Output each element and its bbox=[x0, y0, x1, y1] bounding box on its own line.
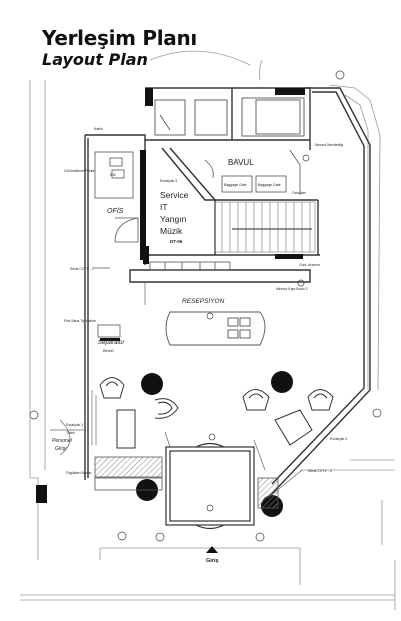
ofis-printer-label: Görüntüleme Printer bbox=[64, 169, 96, 173]
interior-lines bbox=[50, 282, 303, 499]
yangin-label: Yangın bbox=[160, 214, 187, 224]
top-rooms bbox=[154, 97, 305, 137]
bavul-room bbox=[204, 149, 301, 195]
column-markers bbox=[29, 70, 382, 542]
planters bbox=[94, 456, 279, 509]
building-walls bbox=[84, 87, 371, 499]
b-label: B.B bbox=[110, 173, 116, 177]
page-subtitle: Layout Plan bbox=[42, 50, 148, 69]
oxlocker-label: Oxlocker bbox=[292, 191, 307, 195]
personel-giris-label: Girişi bbox=[55, 446, 67, 452]
evrak3-label: Evrakyılk 3 bbox=[160, 179, 177, 183]
resepsiyon-label: RESEPSİYON bbox=[182, 297, 225, 305]
page-title: Yerleşim Planı bbox=[42, 26, 197, 50]
lounge-chairs bbox=[99, 377, 334, 449]
staircase bbox=[214, 201, 316, 253]
evrak1-label: Evrakyılk 1 bbox=[66, 423, 83, 427]
dt-label: DT-06 bbox=[170, 239, 183, 244]
solid-walls bbox=[36, 88, 305, 503]
muzik-label: Müzik bbox=[160, 226, 183, 236]
bavul-label: BAVUL bbox=[228, 158, 254, 167]
orgulden-label: Örgülden Barası bbox=[66, 471, 92, 475]
it-label: IT bbox=[160, 202, 168, 212]
serat2-label: Serat CCTV - 2 bbox=[308, 469, 332, 473]
baggage-gate-b: Baggage Gate bbox=[258, 183, 281, 187]
ofis-label: OFİS bbox=[107, 207, 124, 215]
entrance-vestibule bbox=[165, 442, 255, 530]
kabin-label: Kabin bbox=[94, 127, 103, 131]
counter-bar bbox=[149, 261, 231, 271]
mevcut-label: Mevcut Mevdetlığı bbox=[315, 143, 343, 147]
serat1-label: Serat CCTV - 1 bbox=[70, 267, 94, 271]
service-label: Service bbox=[160, 190, 189, 200]
tiphone-label: Pub.Saha Tip Haline bbox=[64, 319, 96, 323]
ofis-room bbox=[93, 151, 139, 338]
tufek-label: Tüfek bbox=[66, 431, 75, 435]
mevcut-bodu-label: Mevcut Kapı Bodu 2 bbox=[276, 287, 308, 291]
giris-label: Giriş bbox=[206, 558, 219, 564]
baggage-gate-a: Baggage Gate bbox=[224, 183, 247, 187]
reception-desk bbox=[165, 311, 266, 346]
separator-sub-label: BKmD bbox=[103, 349, 114, 353]
personel-label: Personel bbox=[52, 438, 73, 444]
entrance-arrow bbox=[206, 546, 218, 553]
separator-label: Separator bbox=[98, 340, 125, 346]
site-outline bbox=[20, 50, 396, 610]
evrak2-label: Evrakyılk 2 bbox=[330, 437, 347, 441]
cont-label: Cont. Ansırmı bbox=[299, 263, 320, 267]
